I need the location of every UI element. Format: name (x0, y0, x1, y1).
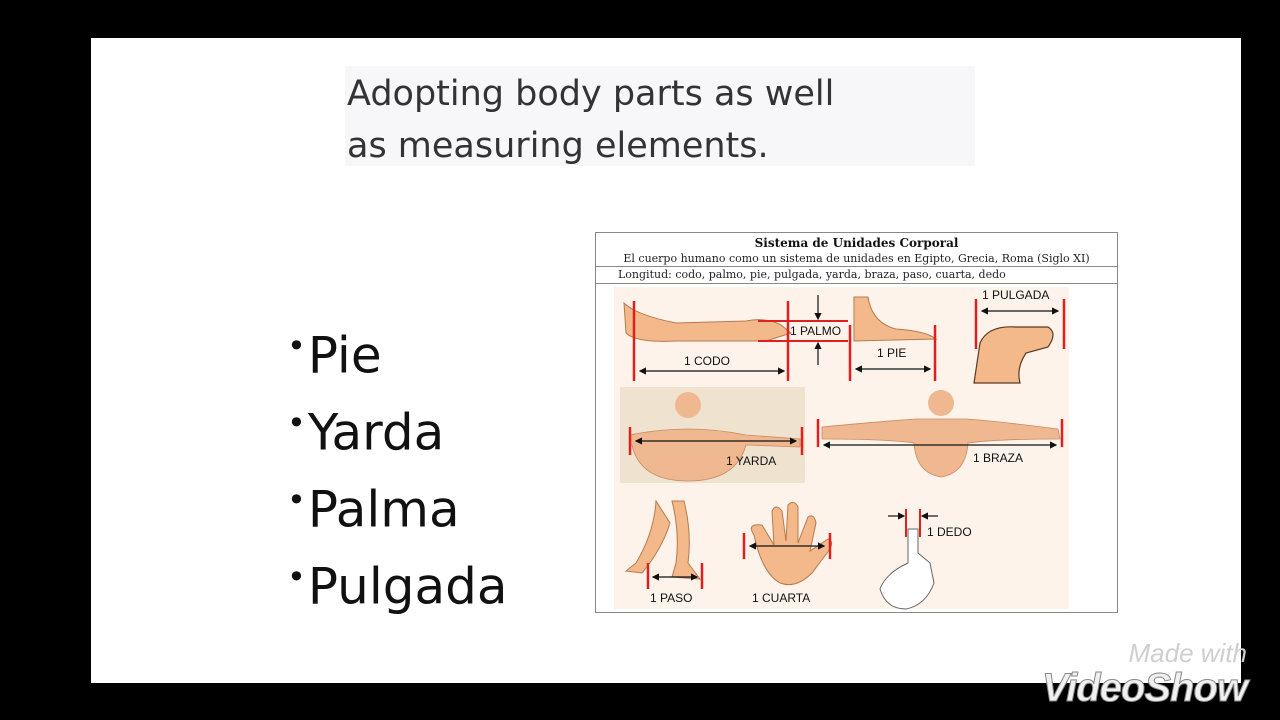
bullet-item: •Pulgada (287, 539, 507, 616)
paso-label: 1 PASO (650, 591, 692, 605)
bullet-dot: • (287, 404, 306, 442)
pulgada-label: 1 PULGADA (982, 288, 1049, 302)
palmo-label: 1 PALMO (790, 324, 841, 338)
forearm-drawing (623, 301, 793, 342)
legs-drawing (624, 499, 702, 580)
bullet-text: Pulgada (307, 557, 508, 616)
figure-subtitle: El cuerpo humano como un sistema de unid… (623, 252, 1090, 265)
videoshow-watermark: Made with VideoShow (1005, 638, 1265, 711)
slide-title: Adopting body parts as well as measuring… (347, 74, 835, 166)
bullet-text: Palma (307, 480, 460, 539)
yarda-label: 1 YARDA (726, 454, 776, 468)
thumb-drawing (973, 326, 1054, 384)
palmo-marker (758, 295, 848, 365)
figure-divider (596, 283, 1117, 284)
finger-drawing (879, 528, 935, 610)
bullet-dot: • (287, 327, 306, 365)
braza-torso-drawing (821, 390, 1061, 478)
watermark-brand: VideoShow (1041, 666, 1248, 711)
foot-drawing (853, 296, 938, 342)
slide: Adopting body parts as well as measuring… (91, 38, 1241, 683)
bullet-text: Yarda (307, 403, 445, 462)
cuarta-label: 1 CUARTA (752, 591, 810, 605)
body-parts-illustration: 1 CODO 1 PALMO 1 PIE 1 PULGADA (620, 288, 1066, 610)
title-background (345, 66, 975, 166)
dedo-label: 1 DEDO (927, 525, 972, 539)
figure-longitud: Longitud: codo, palmo, pie, pulgada, yar… (618, 268, 1006, 281)
bullet-item: •Palma (287, 462, 507, 539)
bullet-list: •Pie •Yarda •Palma •Pulgada (287, 308, 507, 616)
bullet-dot: • (287, 481, 306, 519)
codo-label: 1 CODO (684, 354, 730, 368)
braza-label: 1 BRAZA (973, 451, 1023, 465)
hand-drawing (750, 501, 833, 586)
figure-title: Sistema de Unidades Corporal (754, 236, 959, 250)
pie-label: 1 PIE (877, 346, 906, 360)
figure-header: Sistema de Unidades Corporal El cuerpo h… (596, 233, 1117, 267)
bullet-item: •Pie (287, 308, 507, 385)
bullet-text: Pie (307, 326, 382, 385)
bullet-item: •Yarda (287, 385, 507, 462)
bullet-dot: • (287, 558, 306, 596)
figure-divider (596, 266, 1117, 267)
body-units-figure: Sistema de Unidades Corporal El cuerpo h… (595, 232, 1118, 613)
watermark-made-with: Made with (1128, 638, 1248, 668)
